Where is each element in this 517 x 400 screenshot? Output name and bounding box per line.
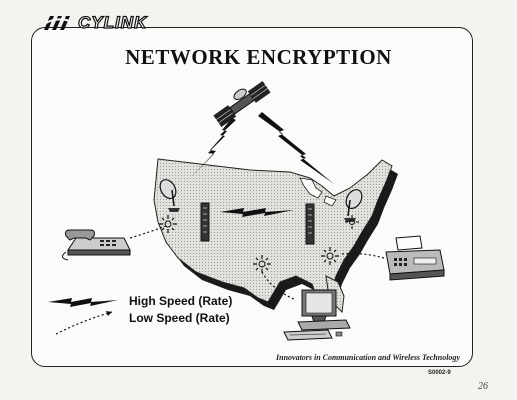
signal-node-northeast-icon (345, 215, 359, 229)
legend-low-speed-label: Low Speed (Rate) (129, 311, 230, 325)
lightning-link-satellite-east (258, 112, 334, 184)
lightning-link-encryptors (220, 208, 294, 217)
telephone-icon (62, 229, 131, 261)
fax-machine-icon (385, 235, 445, 281)
low-speed-link-telephone (129, 225, 167, 239)
logo-text: CYLINK (77, 12, 148, 32)
signal-node-east-icon (321, 247, 339, 265)
cylink-logo-mark-icon (44, 16, 71, 30)
handwritten-page-number: 26 (478, 381, 488, 392)
legend-arrowhead-icon (106, 311, 112, 316)
great-lakes (299, 177, 337, 207)
lightning-link-satellite-west (190, 118, 236, 178)
tagline: Innovators in Communication and Wireless… (276, 353, 460, 362)
signal-node-south-icon (253, 255, 271, 273)
encryptor-east-icon (305, 203, 315, 245)
slide-code: S0002-9 (428, 370, 451, 376)
dish-antenna-west-icon (159, 179, 180, 212)
computer-icon (283, 289, 351, 341)
legend-high-speed-icon (48, 298, 118, 307)
satellite-icon (213, 81, 271, 127)
legend-high-speed-label: High Speed (Rate) (129, 294, 233, 308)
legend-low-speed-icon (55, 311, 113, 335)
page-title: NETWORK ENCRYPTION (125, 45, 392, 69)
us-map-land (153, 158, 393, 309)
us-map (153, 158, 398, 316)
signal-node-west-icon (159, 215, 177, 233)
low-speed-link-computer (261, 271, 297, 301)
encryptor-west-icon (200, 202, 210, 242)
dish-antenna-east-icon (344, 189, 363, 222)
cylink-logo: CYLINK (40, 12, 148, 33)
